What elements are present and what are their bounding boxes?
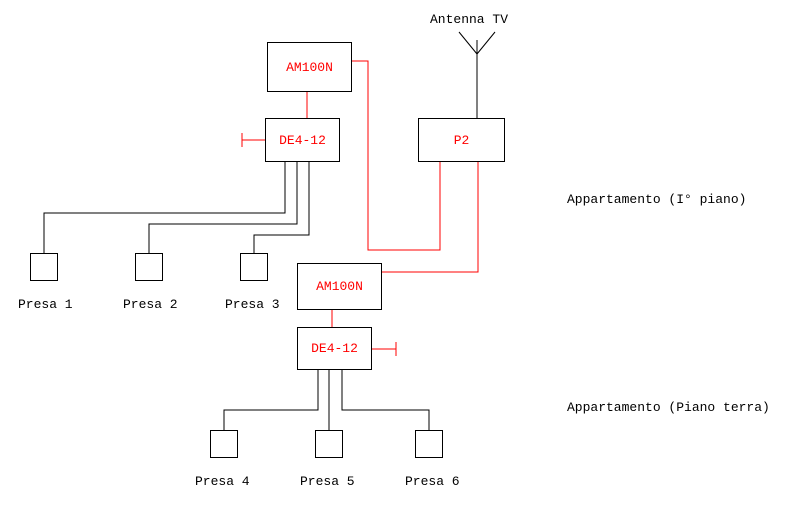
outlet-label-3: Presa 3 <box>225 297 280 312</box>
outlet-box-5 <box>315 430 343 458</box>
outlet-label-4: Presa 4 <box>195 474 250 489</box>
antenna-label: Antenna TV <box>430 12 509 27</box>
annotation-first-floor: Appartamento (I° piano) <box>567 192 747 207</box>
splitter-box-first-floor-label: DE4-12 <box>279 132 326 148</box>
splitter-box-ground-floor-label: DE4-12 <box>311 341 358 356</box>
outlet-box-2 <box>135 253 163 281</box>
amplifier-box-ground-floor: AM100N <box>297 263 382 310</box>
annotation-ground-floor: Appartamento (Piano terra) <box>567 400 770 415</box>
outlet-label-2: Presa 2 <box>123 297 178 312</box>
splitter-box-main-label: P2 <box>453 132 470 148</box>
outlet-box-6 <box>415 430 443 458</box>
amplifier-box-ground-floor-label: AM100N <box>316 279 363 294</box>
outlet-label-6: Presa 6 <box>405 474 460 489</box>
splitter-box-ground-floor: DE4-12 <box>297 327 372 370</box>
splitter-box-first-floor: DE4-12 <box>265 118 340 162</box>
antenna-icon <box>458 31 496 118</box>
outlet-box-1 <box>30 253 58 281</box>
outlet-box-3 <box>240 253 268 281</box>
outlet-label-1: Presa 1 <box>18 297 73 312</box>
red-wires <box>241 60 479 356</box>
amplifier-box-first-floor: AM100N <box>267 42 352 92</box>
splitter-box-main: P2 <box>418 118 505 162</box>
outlet-box-4 <box>210 430 238 458</box>
amplifier-box-first-floor-label: AM100N <box>286 59 333 75</box>
outlet-label-5: Presa 5 <box>300 474 355 489</box>
black-wires <box>43 31 496 430</box>
